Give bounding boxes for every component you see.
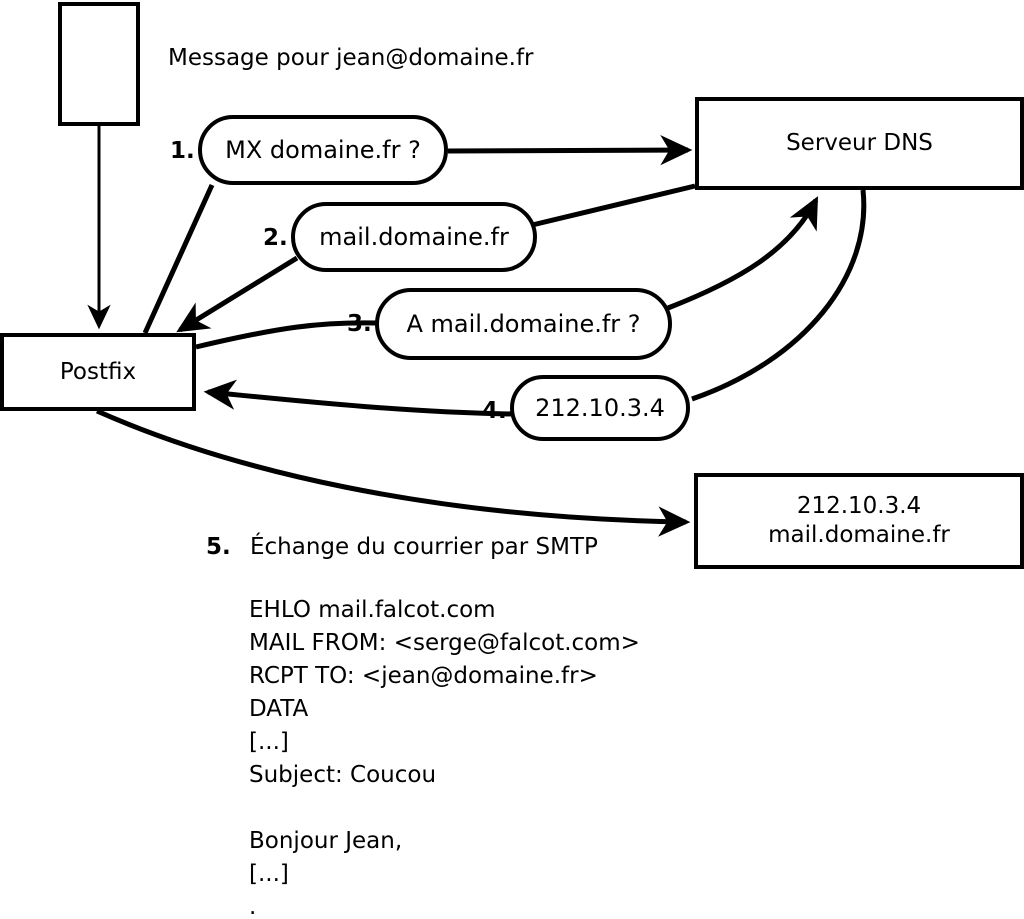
step-2-number: 2.	[263, 225, 288, 251]
connector-step3-to-dns	[667, 196, 819, 311]
target-ip-label: 212.10.3.4	[796, 493, 922, 520]
smtp-line-blank	[249, 792, 640, 825]
step-1-bubble[interactable]: MX domaine.fr ?	[198, 115, 448, 185]
step-4-bubble[interactable]: 212.10.3.4	[510, 375, 690, 441]
step-5-label: Échange du courrier par SMTP	[250, 534, 598, 560]
mua-box[interactable]	[58, 2, 140, 126]
target-mailserver-box[interactable]: 212.10.3.4 mail.domaine.fr	[694, 473, 1024, 569]
message-caption: Message pour jean@domaine.fr	[168, 45, 534, 71]
connector-step4-to-postfix	[203, 379, 513, 417]
step-4-label: 212.10.3.4	[535, 394, 665, 422]
step-2-bubble[interactable]: mail.domaine.fr	[291, 202, 537, 272]
connector-dns-to-step4	[691, 189, 867, 402]
step-5-number: 5.	[206, 534, 231, 560]
smtp-line: DATA	[249, 696, 309, 722]
connector-step2-to-postfix	[176, 255, 299, 333]
smtp-line: MAIL FROM: <serge@falcot.com>	[249, 630, 640, 656]
smtp-line: .	[249, 894, 257, 919]
connector-postfix-to-step1	[142, 183, 215, 335]
smtp-line: Subject: Coucou	[249, 762, 437, 788]
connector-step1-to-dns	[447, 134, 693, 166]
smtp-line: [...]	[249, 729, 289, 755]
smtp-transcript: EHLO mail.falcot.com MAIL FROM: <serge@f…	[249, 594, 640, 919]
connector-postfix-to-target	[95, 408, 691, 537]
step-1-number: 1.	[170, 138, 195, 164]
postfix-label: Postfix	[59, 358, 137, 385]
connector-postfix-to-step3	[195, 320, 378, 350]
smtp-line: RCPT TO: <jean@domaine.fr>	[249, 663, 598, 689]
step-3-label: A mail.domaine.fr ?	[406, 310, 641, 338]
smtp-line: Bonjour Jean,	[249, 828, 403, 854]
step-1-label: MX domaine.fr ?	[225, 136, 421, 164]
dns-server-box[interactable]: Serveur DNS	[695, 97, 1024, 190]
step-4-number: 4.	[482, 398, 507, 424]
step-2-label: mail.domaine.fr	[319, 223, 509, 251]
connector-dns-to-step2	[527, 183, 696, 229]
postfix-box[interactable]: Postfix	[0, 333, 196, 411]
smtp-line: EHLO mail.falcot.com	[249, 597, 496, 623]
step-3-number: 3.	[347, 311, 372, 337]
dns-server-label: Serveur DNS	[786, 130, 933, 157]
smtp-line: [...]	[249, 861, 289, 887]
step-3-bubble[interactable]: A mail.domaine.fr ?	[375, 288, 672, 360]
target-host-label: mail.domaine.fr	[768, 522, 950, 548]
